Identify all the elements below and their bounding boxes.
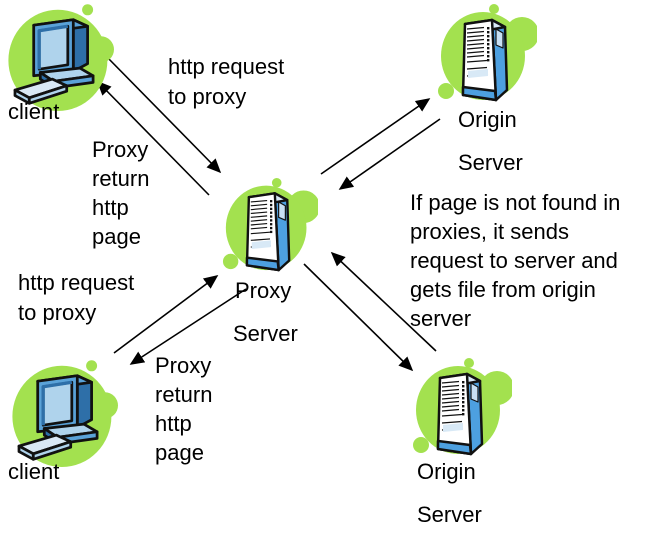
origin-bottom-label-line1: Origin bbox=[417, 459, 476, 484]
arrow-origin-top-to-proxy bbox=[338, 118, 441, 190]
annotation-origin-note: If page is not found in proxies, it send… bbox=[410, 190, 621, 331]
server-tower-icon bbox=[437, 2, 537, 104]
proxy-label-line2: Server bbox=[233, 321, 298, 346]
proxy-label-line1: Proxy bbox=[235, 278, 292, 303]
server-tower-icon bbox=[221, 177, 319, 273]
origin-bottom-label-line2: Server bbox=[417, 502, 482, 527]
client-computer-icon bbox=[8, 356, 118, 468]
annotation-http-request-top: http request to proxy bbox=[168, 54, 285, 109]
client-bottom-label: client bbox=[8, 459, 60, 484]
arrow-proxy-to-origin-bottom bbox=[303, 263, 414, 372]
arrow-proxy-to-origin-top bbox=[320, 98, 431, 175]
origin-top-label-line1: Origin bbox=[458, 107, 517, 132]
server-tower-icon bbox=[412, 356, 512, 458]
annotation-proxy-return-bottom: Proxy return http page bbox=[155, 353, 213, 465]
client-computer-icon bbox=[4, 0, 114, 112]
client-top-label: client bbox=[8, 99, 60, 124]
annotation-proxy-return-left: Proxy return http page bbox=[92, 137, 150, 249]
annotation-http-request-left: http request to proxy bbox=[18, 270, 135, 325]
origin-top-label-line2: Server bbox=[458, 150, 523, 175]
